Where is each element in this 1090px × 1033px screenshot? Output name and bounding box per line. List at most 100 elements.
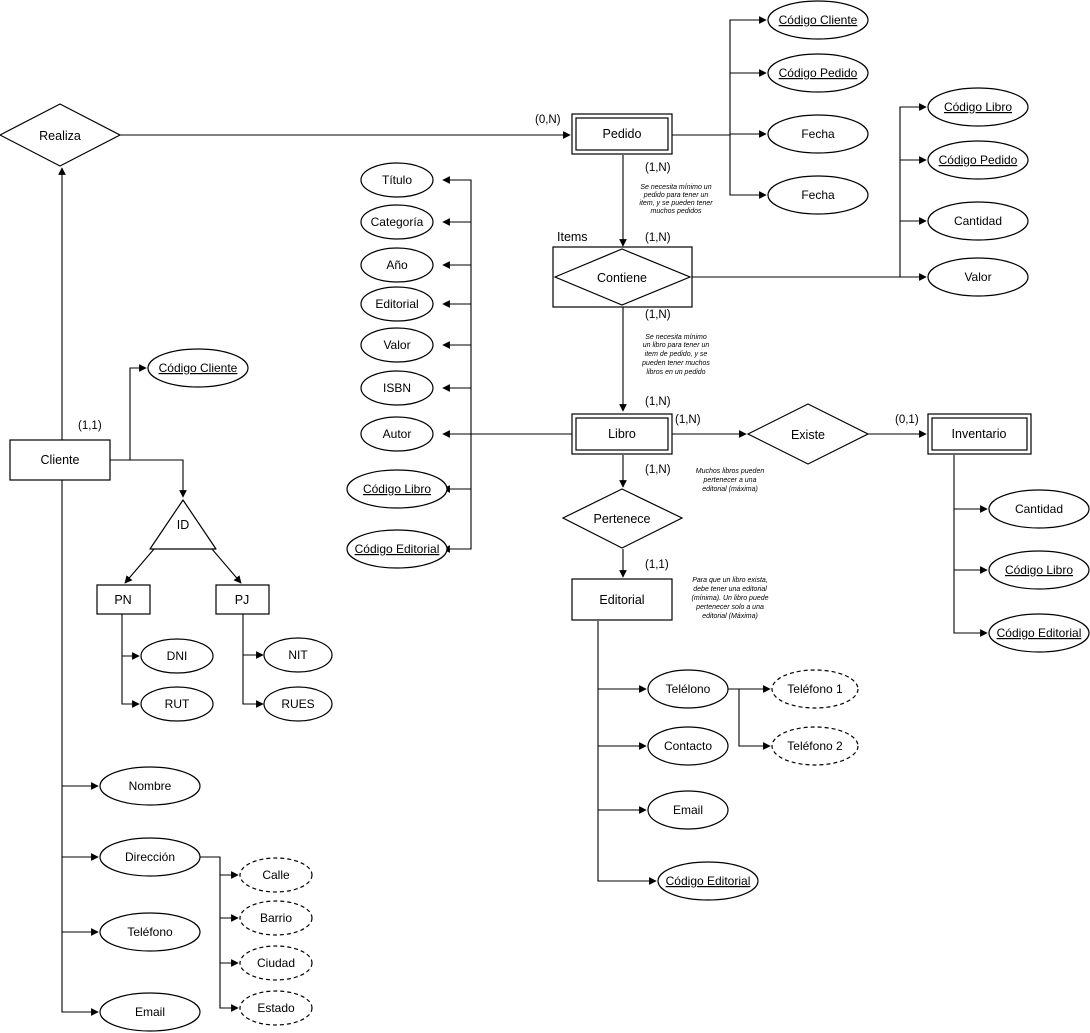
cardinality-inventario-existe: (0,1) bbox=[895, 414, 919, 426]
ellipse bbox=[99, 766, 201, 806]
entity-rect bbox=[96, 584, 151, 615]
attr-libro-codigo-libro[interactable]: Código Libro bbox=[346, 469, 448, 509]
note-line: pueden tener muchos bbox=[641, 360, 710, 367]
note-line: pertenecer solo a una bbox=[695, 604, 764, 611]
label: Cantidad bbox=[954, 214, 1002, 228]
ellipse bbox=[767, 175, 869, 215]
attr-cliente-direccion[interactable]: Dirección bbox=[99, 837, 201, 877]
edge-inv-codedit bbox=[953, 455, 988, 637]
edge-edit-codedit bbox=[597, 621, 657, 885]
attr-pn-dni[interactable]: DNI bbox=[140, 638, 214, 674]
attr-direccion-barrio[interactable]: Barrio bbox=[239, 900, 313, 936]
note-libro: Se necesita mínimo un libro para tener u… bbox=[641, 334, 710, 376]
ellipse bbox=[647, 726, 729, 766]
attr-cliente-telefono[interactable]: Teléfono bbox=[99, 912, 201, 952]
ellipse bbox=[647, 669, 729, 709]
attr-direccion-calle[interactable]: Calle bbox=[239, 857, 313, 893]
ellipse bbox=[771, 669, 859, 709]
attr-libro-valor[interactable]: Valor bbox=[360, 327, 434, 363]
node-realiza[interactable]: Realiza bbox=[0, 103, 122, 167]
label: Nombre bbox=[129, 779, 172, 793]
node-editorial[interactable]: Editorial bbox=[571, 578, 673, 621]
attr-pedido-codigo-pedido[interactable]: Código Pedido bbox=[767, 53, 869, 93]
attr-libro-codigo-editorial[interactable]: Código Editorial bbox=[346, 529, 448, 569]
label: ISBN bbox=[383, 381, 411, 395]
ellipse bbox=[140, 638, 214, 674]
label: Contacto bbox=[664, 739, 712, 753]
attr-pn-rut[interactable]: RUT bbox=[140, 686, 214, 722]
attr-libro-titulo[interactable]: Título bbox=[360, 162, 434, 198]
attr-libro-anio[interactable]: Año bbox=[360, 247, 434, 283]
label: Fecha bbox=[801, 188, 835, 202]
note-line: libros en un pedido bbox=[646, 369, 705, 376]
cardinality-cliente-realiza: (1,1) bbox=[78, 420, 102, 432]
attr-pedido-codigo-cliente[interactable]: Código Cliente bbox=[767, 0, 869, 40]
attr-editorial-codigo-editorial[interactable]: Código Editorial bbox=[657, 861, 759, 901]
label: Código Editorial bbox=[355, 542, 440, 556]
ellipse bbox=[360, 416, 434, 452]
edge-cliente-id bbox=[110, 459, 187, 498]
attr-contiene-cantidad[interactable]: Cantidad bbox=[927, 201, 1029, 241]
edge-cliente-email bbox=[61, 480, 99, 1016]
node-pedido[interactable]: Pedido bbox=[571, 113, 673, 155]
attr-pedido-fecha-1[interactable]: Fecha bbox=[767, 114, 869, 154]
attr-contiene-codigo-pedido[interactable]: Código Pedido bbox=[927, 140, 1029, 180]
ellipse bbox=[360, 327, 434, 363]
attr-contiene-valor[interactable]: Valor bbox=[927, 257, 1029, 297]
diamond-shape bbox=[561, 488, 684, 549]
attr-pedido-fecha-2[interactable]: Fecha bbox=[767, 175, 869, 215]
ellipse bbox=[263, 637, 333, 673]
ellipse bbox=[140, 686, 214, 722]
node-id[interactable]: ID bbox=[149, 499, 217, 550]
node-pj[interactable]: PJ bbox=[215, 584, 270, 615]
cardinality-pedido-contiene: (1,N) bbox=[645, 162, 671, 174]
node-pertenece[interactable]: Pertenece bbox=[561, 488, 684, 549]
entity-inner bbox=[931, 417, 1028, 451]
label: Autor bbox=[383, 427, 412, 441]
node-libro[interactable]: Libro bbox=[571, 413, 673, 455]
label: Valor bbox=[964, 270, 991, 284]
attr-pj-rues[interactable]: RUES bbox=[263, 686, 333, 722]
ellipse bbox=[647, 790, 729, 830]
entity-inner bbox=[575, 417, 669, 451]
attr-editorial-telefono-1[interactable]: Teléfono 1 bbox=[771, 669, 859, 709]
attr-libro-isbn[interactable]: ISBN bbox=[360, 370, 434, 406]
attr-libro-categoria[interactable]: Categoría bbox=[360, 204, 434, 240]
attr-cliente-email[interactable]: Email bbox=[99, 992, 201, 1032]
ellipse bbox=[346, 529, 448, 569]
attr-contiene-codigo-libro[interactable]: Código Libro bbox=[927, 87, 1029, 127]
note-line: Muchos libros pueden bbox=[696, 468, 765, 475]
attr-inventario-codigo-editorial[interactable]: Código Editorial bbox=[988, 613, 1090, 653]
attr-editorial-telefono-2[interactable]: Teléfono 2 bbox=[771, 726, 859, 766]
node-pn[interactable]: PN bbox=[96, 584, 151, 615]
label: Realiza bbox=[39, 129, 81, 143]
cardinalities: (0,N) (1,N) (1,N) (1,N) (1,N) (1,N) (0,1… bbox=[78, 114, 919, 571]
attr-inventario-cantidad[interactable]: Cantidad bbox=[988, 489, 1090, 529]
node-contiene[interactable]: Contiene bbox=[552, 246, 693, 308]
attr-libro-autor[interactable]: Autor bbox=[360, 416, 434, 452]
attr-libro-editorial[interactable]: Editorial bbox=[360, 286, 434, 322]
attr-inventario-codigo-libro[interactable]: Código Libro bbox=[988, 550, 1090, 590]
edge-libro-titulo bbox=[442, 176, 572, 435]
attr-editorial-telefono[interactable]: Telélono bbox=[647, 669, 729, 709]
note-line: un libro para tener un bbox=[643, 342, 710, 349]
node-existe[interactable]: Existe bbox=[746, 403, 870, 465]
ellipse bbox=[927, 257, 1029, 297]
attr-cliente-nombre[interactable]: Nombre bbox=[99, 766, 201, 806]
ellipse bbox=[99, 992, 201, 1032]
ellipse bbox=[360, 204, 434, 240]
label: Código Editorial bbox=[666, 874, 751, 888]
attr-editorial-contacto[interactable]: Contacto bbox=[647, 726, 729, 766]
attr-cliente-codigo-cliente[interactable]: Código Cliente bbox=[147, 348, 249, 388]
note-pedido: Se necesita mínimo un pedido para tener … bbox=[639, 184, 713, 215]
node-cliente[interactable]: Cliente bbox=[9, 439, 111, 481]
attr-editorial-email[interactable]: Email bbox=[647, 790, 729, 830]
attr-direccion-estado[interactable]: Estado bbox=[239, 990, 313, 1026]
label: Barrio bbox=[260, 911, 292, 925]
diamond-shape bbox=[0, 103, 122, 167]
attr-direccion-ciudad[interactable]: Ciudad bbox=[239, 945, 313, 981]
attr-pj-nit[interactable]: NIT bbox=[263, 637, 333, 673]
label: Telélono bbox=[666, 682, 711, 696]
node-inventario[interactable]: Inventario bbox=[927, 413, 1032, 455]
edge-contiene-codlib bbox=[692, 103, 927, 278]
